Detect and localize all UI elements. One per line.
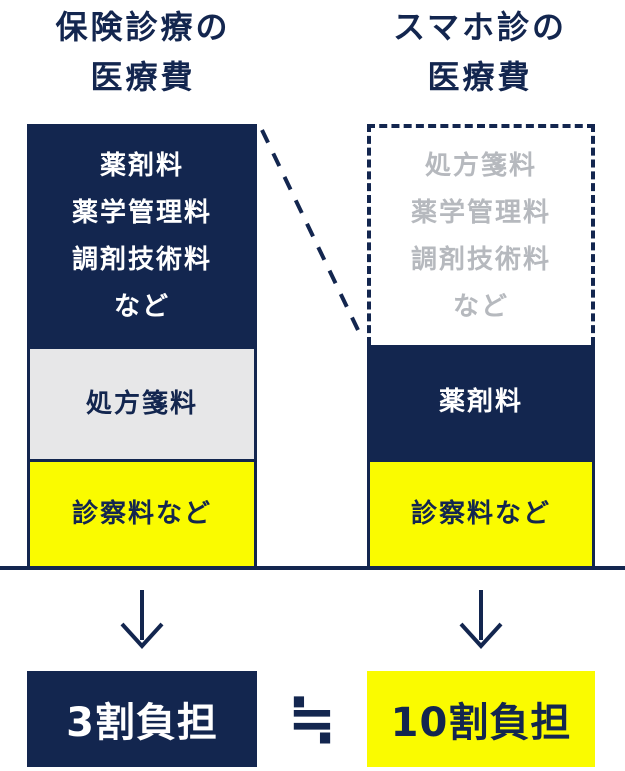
- left-drug-fee-line-1: 薬剤料: [99, 150, 184, 181]
- right-drug-fee-label: 薬剤料: [438, 386, 523, 417]
- right-title-line-2: 医療費: [427, 58, 533, 96]
- left-title-line-1: 保険診療の: [55, 8, 231, 46]
- right-removed-line-4: など: [452, 291, 509, 322]
- approx-equal-symbol: ≒: [282, 680, 342, 756]
- left-result-label: 3割負担: [66, 700, 218, 746]
- right-down-arrow-icon: [459, 590, 503, 649]
- left-drug-fee-line-4: など: [113, 291, 170, 322]
- right-column-title: スマホ診の 医療費: [330, 2, 625, 102]
- right-consultation-fee-block: 診察料など: [367, 459, 595, 567]
- right-consultation-fee-label: 診察料など: [410, 499, 551, 529]
- left-drug-fee-line-2: 薬学管理料: [71, 197, 212, 228]
- left-title-line-2: 医療費: [90, 58, 196, 96]
- left-consultation-fee-block: 診察料など: [27, 459, 257, 567]
- right-removed-line-1: 処方箋料: [424, 150, 537, 181]
- approx-equal-glyph: ≒: [287, 684, 337, 752]
- right-result-badge: 10割負担: [367, 671, 595, 767]
- left-column-title: 保険診療の 医療費: [0, 2, 293, 102]
- right-removed-line-3: 調剤技術料: [410, 244, 551, 275]
- left-drug-fee-block: 薬剤料 薬学管理料 調剤技術料 など: [27, 124, 257, 349]
- left-prescription-fee-label: 処方箋料: [85, 388, 198, 419]
- left-result-badge: 3割負担: [27, 671, 257, 767]
- right-result-label: 10割負担: [390, 700, 572, 746]
- right-drug-fee-block: 薬剤料: [367, 345, 595, 459]
- left-down-arrow-icon: [120, 590, 164, 649]
- dashed-connector-line: [260, 129, 360, 331]
- left-drug-fee-line-3: 調剤技術料: [71, 244, 212, 275]
- left-consultation-fee-label: 診察料など: [71, 499, 212, 529]
- right-removed-line-2: 薬学管理料: [410, 197, 551, 228]
- right-removed-fees-block: 処方箋料 薬学管理料 調剤技術料 など: [367, 124, 595, 345]
- left-prescription-fee-block: 処方箋料: [27, 349, 257, 459]
- right-title-line-1: スマホ診の: [392, 8, 568, 46]
